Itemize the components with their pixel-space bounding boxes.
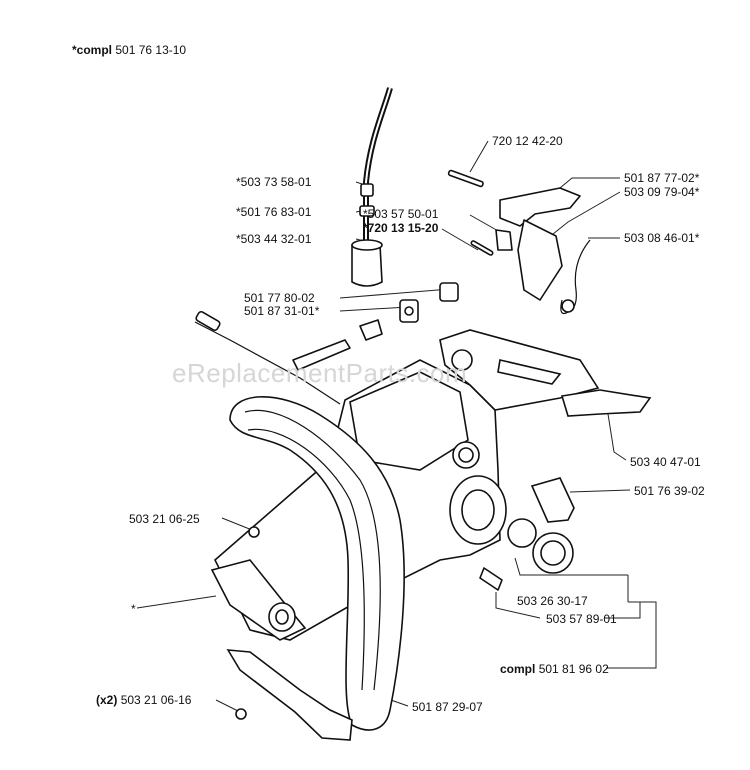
callout-720-12-42-20: 720 12 42-20: [492, 134, 563, 148]
callout-501-76-39-02: 501 76 39-02: [634, 484, 705, 498]
front-handle: [229, 396, 405, 731]
callout-501-87-77-02: 501 87 77-02*: [624, 171, 700, 185]
callout-503-21-06-25: 503 21 06-25: [129, 512, 200, 526]
rear-handle: [439, 329, 600, 411]
callout-503-57-89-01: 503 57 89-01: [546, 612, 617, 626]
throttle-parts: [495, 187, 591, 315]
callout-star: *: [131, 602, 136, 616]
watermark: eReplacementParts.com: [172, 358, 468, 388]
callout-501-87-29-07: 501 87 29-07: [412, 700, 483, 714]
callout-503-40-47-01: 503 40 47-01: [630, 455, 701, 469]
x2-prefix: (x2): [96, 693, 118, 707]
header-number: 501 76 13-10: [115, 43, 187, 57]
callout-501-87-31-01: 501 87 31-01*: [244, 304, 320, 318]
callout-503-57-50-01: *503 57 50-01: [363, 207, 439, 221]
filler-caps: [479, 477, 575, 591]
control-rod: [194, 310, 383, 405]
fuel-hose-assembly: [351, 87, 393, 287]
callout-501-77-80-02: 501 77 80-02: [244, 291, 315, 305]
header-prefix: *compl: [72, 43, 113, 57]
callout-503-08-46-01: 503 08 46-01*: [624, 231, 700, 245]
assembly-header: *compl 501 76 13-10: [72, 43, 186, 57]
compl-prefix: compl: [500, 662, 536, 676]
x2-number: 503 21 06-16: [120, 693, 192, 707]
small-pins: [399, 169, 494, 323]
callout-503-09-79-04: 503 09 79-04*: [624, 185, 700, 199]
compl-number: 501 81 96 02: [538, 662, 609, 676]
callout-503-73-58-01: *503 73 58-01: [236, 175, 312, 189]
callout-501-76-83-01: *501 76 83-01: [236, 205, 312, 219]
handle-bracket: [226, 649, 353, 741]
callout-compl-501-81-96-02: compl 501 81 96 02: [500, 662, 609, 676]
callout-503-44-32-01: *503 44 32-01: [236, 232, 312, 246]
screws: [235, 526, 260, 720]
throttle-trigger: [560, 389, 652, 417]
callout-x2-503-21-06-16: (x2) 503 21 06-16: [96, 693, 191, 707]
callout-503-26-30-17: 503 26 30-17: [517, 594, 588, 608]
callout-720-13-15-20: *720 13 15-20: [363, 221, 439, 235]
